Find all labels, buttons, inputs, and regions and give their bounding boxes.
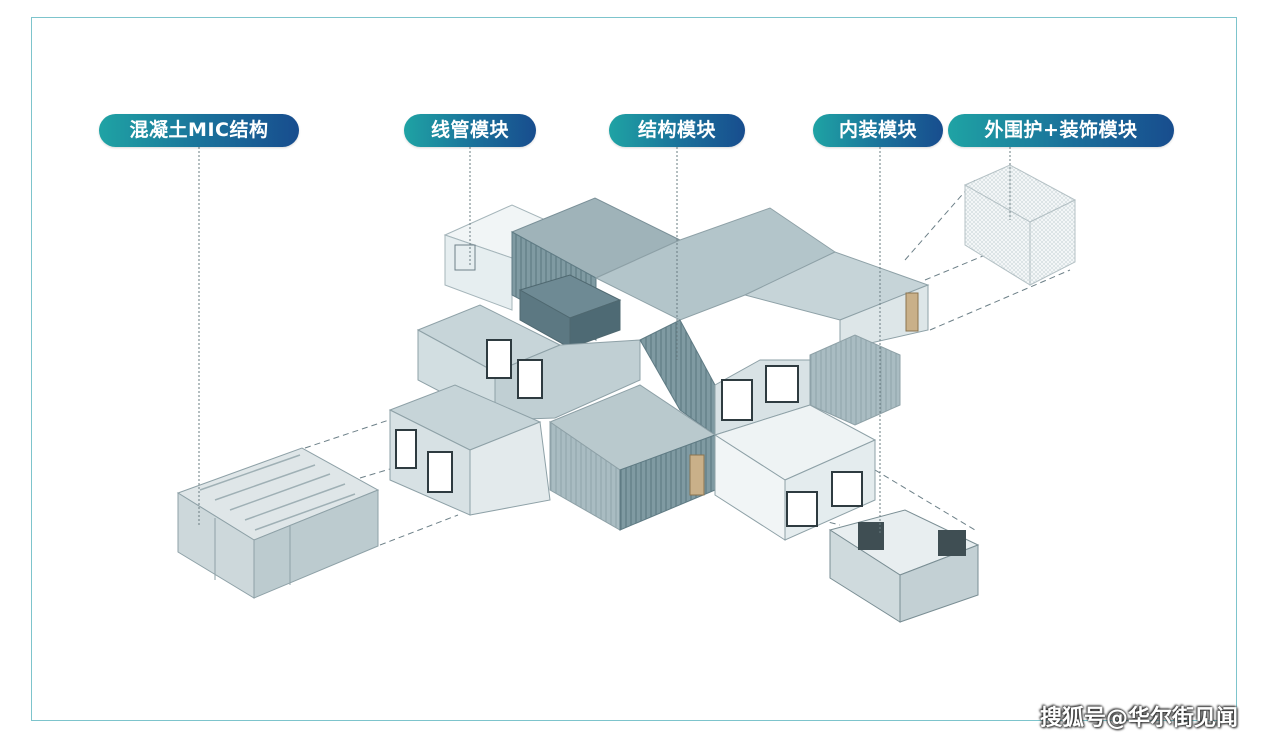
label-structure-module: 结构模块 xyxy=(609,114,745,147)
label-leader-lines xyxy=(198,147,1011,535)
label-envelope-decoration-module: 外围护+装饰模块 xyxy=(948,114,1174,147)
concrete-mic-module xyxy=(176,447,380,599)
interior-module xyxy=(828,509,980,623)
label-concrete-mic-structure: 混凝土MIC结构 xyxy=(99,114,299,147)
envelope-module xyxy=(963,164,1077,286)
watermark-text: 搜狐号@华尔街见闻 xyxy=(1039,706,1238,731)
label-pipeline-module: 线管模块 xyxy=(404,114,536,147)
diagram-frame xyxy=(31,17,1237,721)
label-interior-module: 内装模块 xyxy=(813,114,943,147)
building-cluster xyxy=(388,197,930,541)
